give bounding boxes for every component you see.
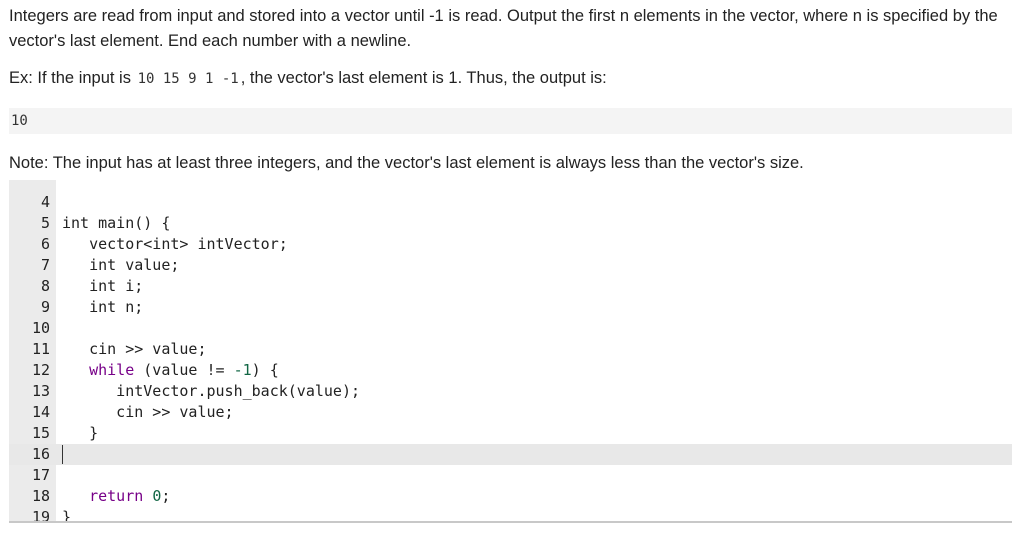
line-number: 13 bbox=[31, 382, 50, 400]
problem-note: Note: The input has at least three integ… bbox=[9, 151, 1010, 176]
line-number: 4 bbox=[40, 193, 50, 211]
line-number: 16 bbox=[31, 445, 50, 463]
code-line-18[interactable]: 18 return 0; bbox=[9, 486, 1012, 507]
line-number: 10 bbox=[31, 319, 50, 337]
problem-description-text: Integers are read from input and stored … bbox=[9, 7, 998, 50]
code-token: cin >> value; bbox=[62, 340, 207, 358]
code-line-8[interactable]: 8 int i; bbox=[9, 276, 1012, 297]
text-cursor bbox=[62, 445, 63, 464]
code-number: -1 bbox=[233, 361, 252, 379]
code-line-15[interactable]: 15 } bbox=[9, 423, 1012, 444]
code-token bbox=[62, 487, 89, 505]
code-line-19[interactable]: 19} bbox=[9, 507, 1012, 523]
code-line-13[interactable]: 13 intVector.push_back(value); bbox=[9, 381, 1012, 402]
line-number: 7 bbox=[40, 256, 50, 274]
code-token: int i; bbox=[62, 277, 144, 295]
code-text[interactable]: int value; bbox=[62, 255, 179, 276]
code-token: ) { bbox=[251, 361, 279, 379]
code-token: ; bbox=[161, 487, 171, 505]
line-number: 19 bbox=[31, 508, 50, 523]
line-number: 14 bbox=[31, 403, 50, 421]
example-input: 10 15 9 1 -1 bbox=[137, 71, 239, 87]
code-keyword: while bbox=[89, 361, 135, 379]
code-keyword: return bbox=[89, 487, 144, 505]
code-text[interactable]: int n; bbox=[62, 297, 143, 318]
code-text[interactable] bbox=[62, 444, 63, 465]
code-line-7[interactable]: 7 int value; bbox=[9, 255, 1012, 276]
code-text[interactable]: int main() { bbox=[62, 213, 170, 234]
code-line-14[interactable]: 14 cin >> value; bbox=[9, 402, 1012, 423]
code-line-5[interactable]: 5 int main() { bbox=[9, 213, 1012, 234]
code-line-10[interactable]: 10 bbox=[9, 318, 1012, 339]
line-number: 8 bbox=[40, 277, 50, 295]
code-token: cin >> value; bbox=[62, 403, 234, 421]
code-token: int main() { bbox=[62, 214, 171, 232]
line-number: 15 bbox=[31, 424, 50, 442]
code-line-9[interactable]: 9 int n; bbox=[9, 297, 1012, 318]
code-line-4[interactable]: 4 bbox=[9, 192, 1012, 213]
example-output: 10 bbox=[9, 108, 1012, 134]
code-text[interactable]: } bbox=[62, 507, 72, 523]
code-text[interactable]: cin >> value; bbox=[62, 402, 234, 423]
code-token: } bbox=[62, 508, 72, 523]
code-text[interactable]: cin >> value; bbox=[62, 339, 207, 360]
example-line: Ex: If the input is 10 15 9 1 -1, the ve… bbox=[9, 66, 1010, 92]
code-token: vector<int> intVector; bbox=[62, 235, 288, 253]
code-number: 0 bbox=[152, 487, 162, 505]
code-text[interactable]: return 0; bbox=[62, 486, 170, 507]
line-number: 9 bbox=[40, 298, 50, 316]
example-suffix: , the vector's last element is 1. Thus, … bbox=[240, 69, 607, 87]
problem-description: Integers are read from input and stored … bbox=[9, 4, 1010, 54]
code-token: (value != bbox=[134, 361, 234, 379]
problem-note-text: Note: The input has at least three integ… bbox=[9, 154, 804, 172]
code-text[interactable]: vector<int> intVector; bbox=[62, 234, 288, 255]
code-token: intVector.push_back(value); bbox=[62, 382, 361, 400]
code-text[interactable]: intVector.push_back(value); bbox=[62, 381, 360, 402]
code-line-11[interactable]: 11 cin >> value; bbox=[9, 339, 1012, 360]
code-text[interactable]: while (value != -1) { bbox=[62, 360, 279, 381]
code-token: int value; bbox=[62, 256, 180, 274]
code-token bbox=[143, 487, 152, 505]
code-token: int n; bbox=[62, 298, 144, 316]
code-line-6[interactable]: 6 vector<int> intVector; bbox=[9, 234, 1012, 255]
code-token bbox=[62, 361, 89, 379]
line-number: 12 bbox=[31, 361, 50, 379]
code-token: } bbox=[62, 424, 99, 442]
line-number: 6 bbox=[40, 235, 50, 253]
line-number: 11 bbox=[31, 340, 50, 358]
code-line-17[interactable]: 17 bbox=[9, 465, 1012, 486]
code-text[interactable]: } bbox=[62, 423, 98, 444]
example-prefix: Ex: If the input is bbox=[9, 69, 131, 87]
line-number: 5 bbox=[40, 214, 50, 232]
line-number: 18 bbox=[31, 487, 50, 505]
code-text[interactable]: int i; bbox=[62, 276, 143, 297]
code-line-12[interactable]: 12 while (value != -1) { bbox=[9, 360, 1012, 381]
code-line-16[interactable]: 16 bbox=[9, 444, 1012, 465]
line-number: 17 bbox=[31, 466, 50, 484]
